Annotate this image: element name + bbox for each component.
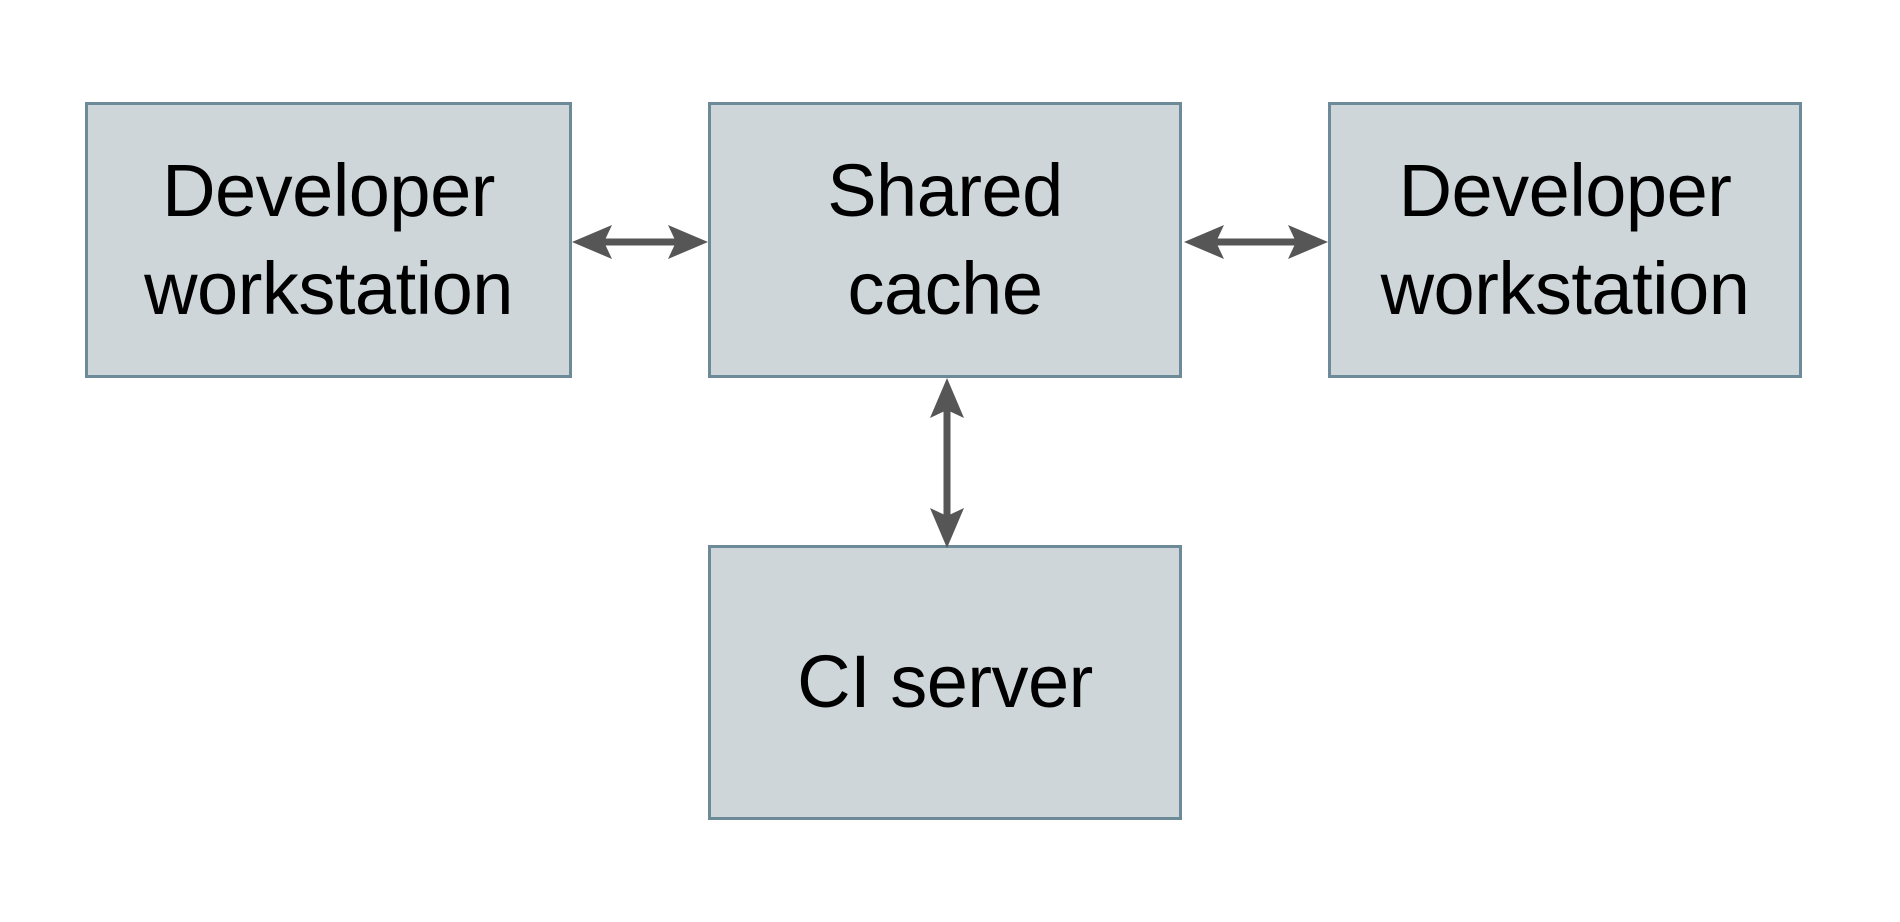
node-label-shared-cache: Shared cache bbox=[827, 148, 1063, 330]
double-arrow-icon bbox=[930, 378, 964, 548]
double-arrow-icon bbox=[1184, 225, 1328, 259]
node-developer-workstation-right[interactable]: Developer workstation bbox=[1328, 102, 1802, 378]
connector-shared-cache-to-developer-workstation-right bbox=[1184, 225, 1328, 259]
node-label-ci-server: CI server bbox=[797, 640, 1093, 724]
node-label-developer-workstation-right: Developer workstation bbox=[1380, 148, 1750, 330]
connector-shared-cache-to-ci-server bbox=[930, 378, 964, 548]
node-developer-workstation-left[interactable]: Developer workstation bbox=[85, 102, 572, 378]
node-shared-cache[interactable]: Shared cache bbox=[708, 102, 1182, 378]
connector-developer-workstation-left-to-shared-cache bbox=[572, 225, 708, 259]
node-label-developer-workstation-left: Developer workstation bbox=[144, 148, 513, 330]
node-ci-server[interactable]: CI server bbox=[708, 545, 1182, 820]
double-arrow-icon bbox=[572, 225, 708, 259]
